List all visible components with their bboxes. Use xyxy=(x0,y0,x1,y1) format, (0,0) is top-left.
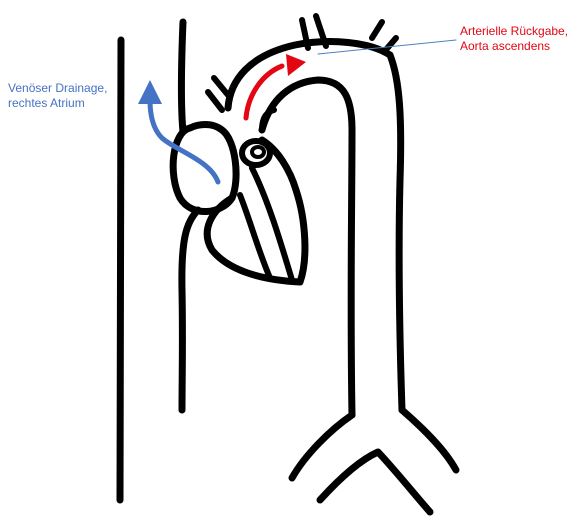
vena-cava-left-wall xyxy=(120,40,121,500)
iliac-left-branch-outer xyxy=(292,415,352,478)
arch-branch-1 xyxy=(214,78,228,95)
arch-branch-2 xyxy=(208,92,222,110)
aortic-valve-inner xyxy=(252,147,264,157)
arterial-return-label: Arterielle Rückgabe, Aorta ascendens xyxy=(460,24,568,54)
descending-aorta-outer-wall xyxy=(390,55,402,410)
venous-drainage-label-line1: Venöser Drainage, xyxy=(8,81,107,96)
iliac-right-branch-outer xyxy=(402,410,456,470)
arch-branch-5 xyxy=(372,22,382,38)
arterial-return-label-line2: Aorta ascendens xyxy=(460,39,568,54)
vena-cava-right-wall xyxy=(182,22,184,132)
venous-drainage-label-line2: rechtes Atrium xyxy=(8,96,107,111)
heart-septum-line xyxy=(252,168,292,280)
venous-drainage-arrowhead xyxy=(138,80,162,104)
venous-drainage-label: Venöser Drainage, rechtes Atrium xyxy=(8,81,107,111)
vena-cava-lower-right-wall xyxy=(182,210,198,410)
arch-branch-6 xyxy=(384,38,396,52)
heart-inner-line xyxy=(240,195,270,278)
arterial-return-label-line1: Arterielle Rückgabe, xyxy=(460,24,568,39)
arterial-return-arrowhead xyxy=(286,54,306,76)
iliac-crotch xyxy=(320,452,430,512)
